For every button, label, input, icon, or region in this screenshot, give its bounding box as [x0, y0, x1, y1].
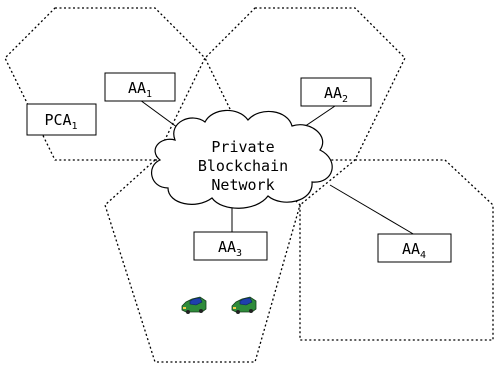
node-aa2: AA2: [300, 77, 372, 107]
svg-text:PCA1: PCA1: [44, 111, 77, 132]
node-aa2-subscript: 2: [342, 94, 348, 105]
node-aa4-label: AA: [402, 240, 420, 258]
node-pca1-subscript: 1: [72, 121, 78, 132]
hex-cell-bottom-right: [299, 159, 494, 341]
node-aa4: AA4: [377, 233, 452, 263]
car-icon: [181, 296, 207, 314]
link-aa4-cloud: [329, 184, 416, 236]
node-aa1: AA1: [104, 72, 176, 102]
node-aa1-label: AA: [128, 79, 146, 97]
node-aa1-subscript: 1: [146, 89, 152, 100]
svg-text:AA3: AA3: [218, 238, 242, 259]
node-pca1-label: PCA: [44, 111, 71, 129]
node-aa2-label: AA: [324, 84, 342, 102]
cloud-shape: [151, 109, 333, 209]
node-aa3-label: AA: [218, 238, 236, 256]
vehicles: [181, 296, 257, 314]
svg-text:AA2: AA2: [324, 84, 348, 105]
node-aa4-subscript: 4: [420, 250, 426, 261]
node-pca1: PCA1: [26, 103, 97, 136]
car-icon: [231, 296, 257, 314]
node-aa3-subscript: 3: [236, 248, 242, 259]
node-aa3: AA3: [193, 231, 268, 261]
svg-text:AA1: AA1: [128, 79, 152, 100]
private-blockchain-cloud: Private Blockchain Network: [151, 109, 333, 209]
svg-text:AA4: AA4: [402, 240, 426, 261]
cloud-label-line1: Private: [211, 138, 274, 156]
cloud-label-line3: Network: [211, 176, 274, 194]
cloud-label-line2: Blockchain: [198, 157, 288, 175]
